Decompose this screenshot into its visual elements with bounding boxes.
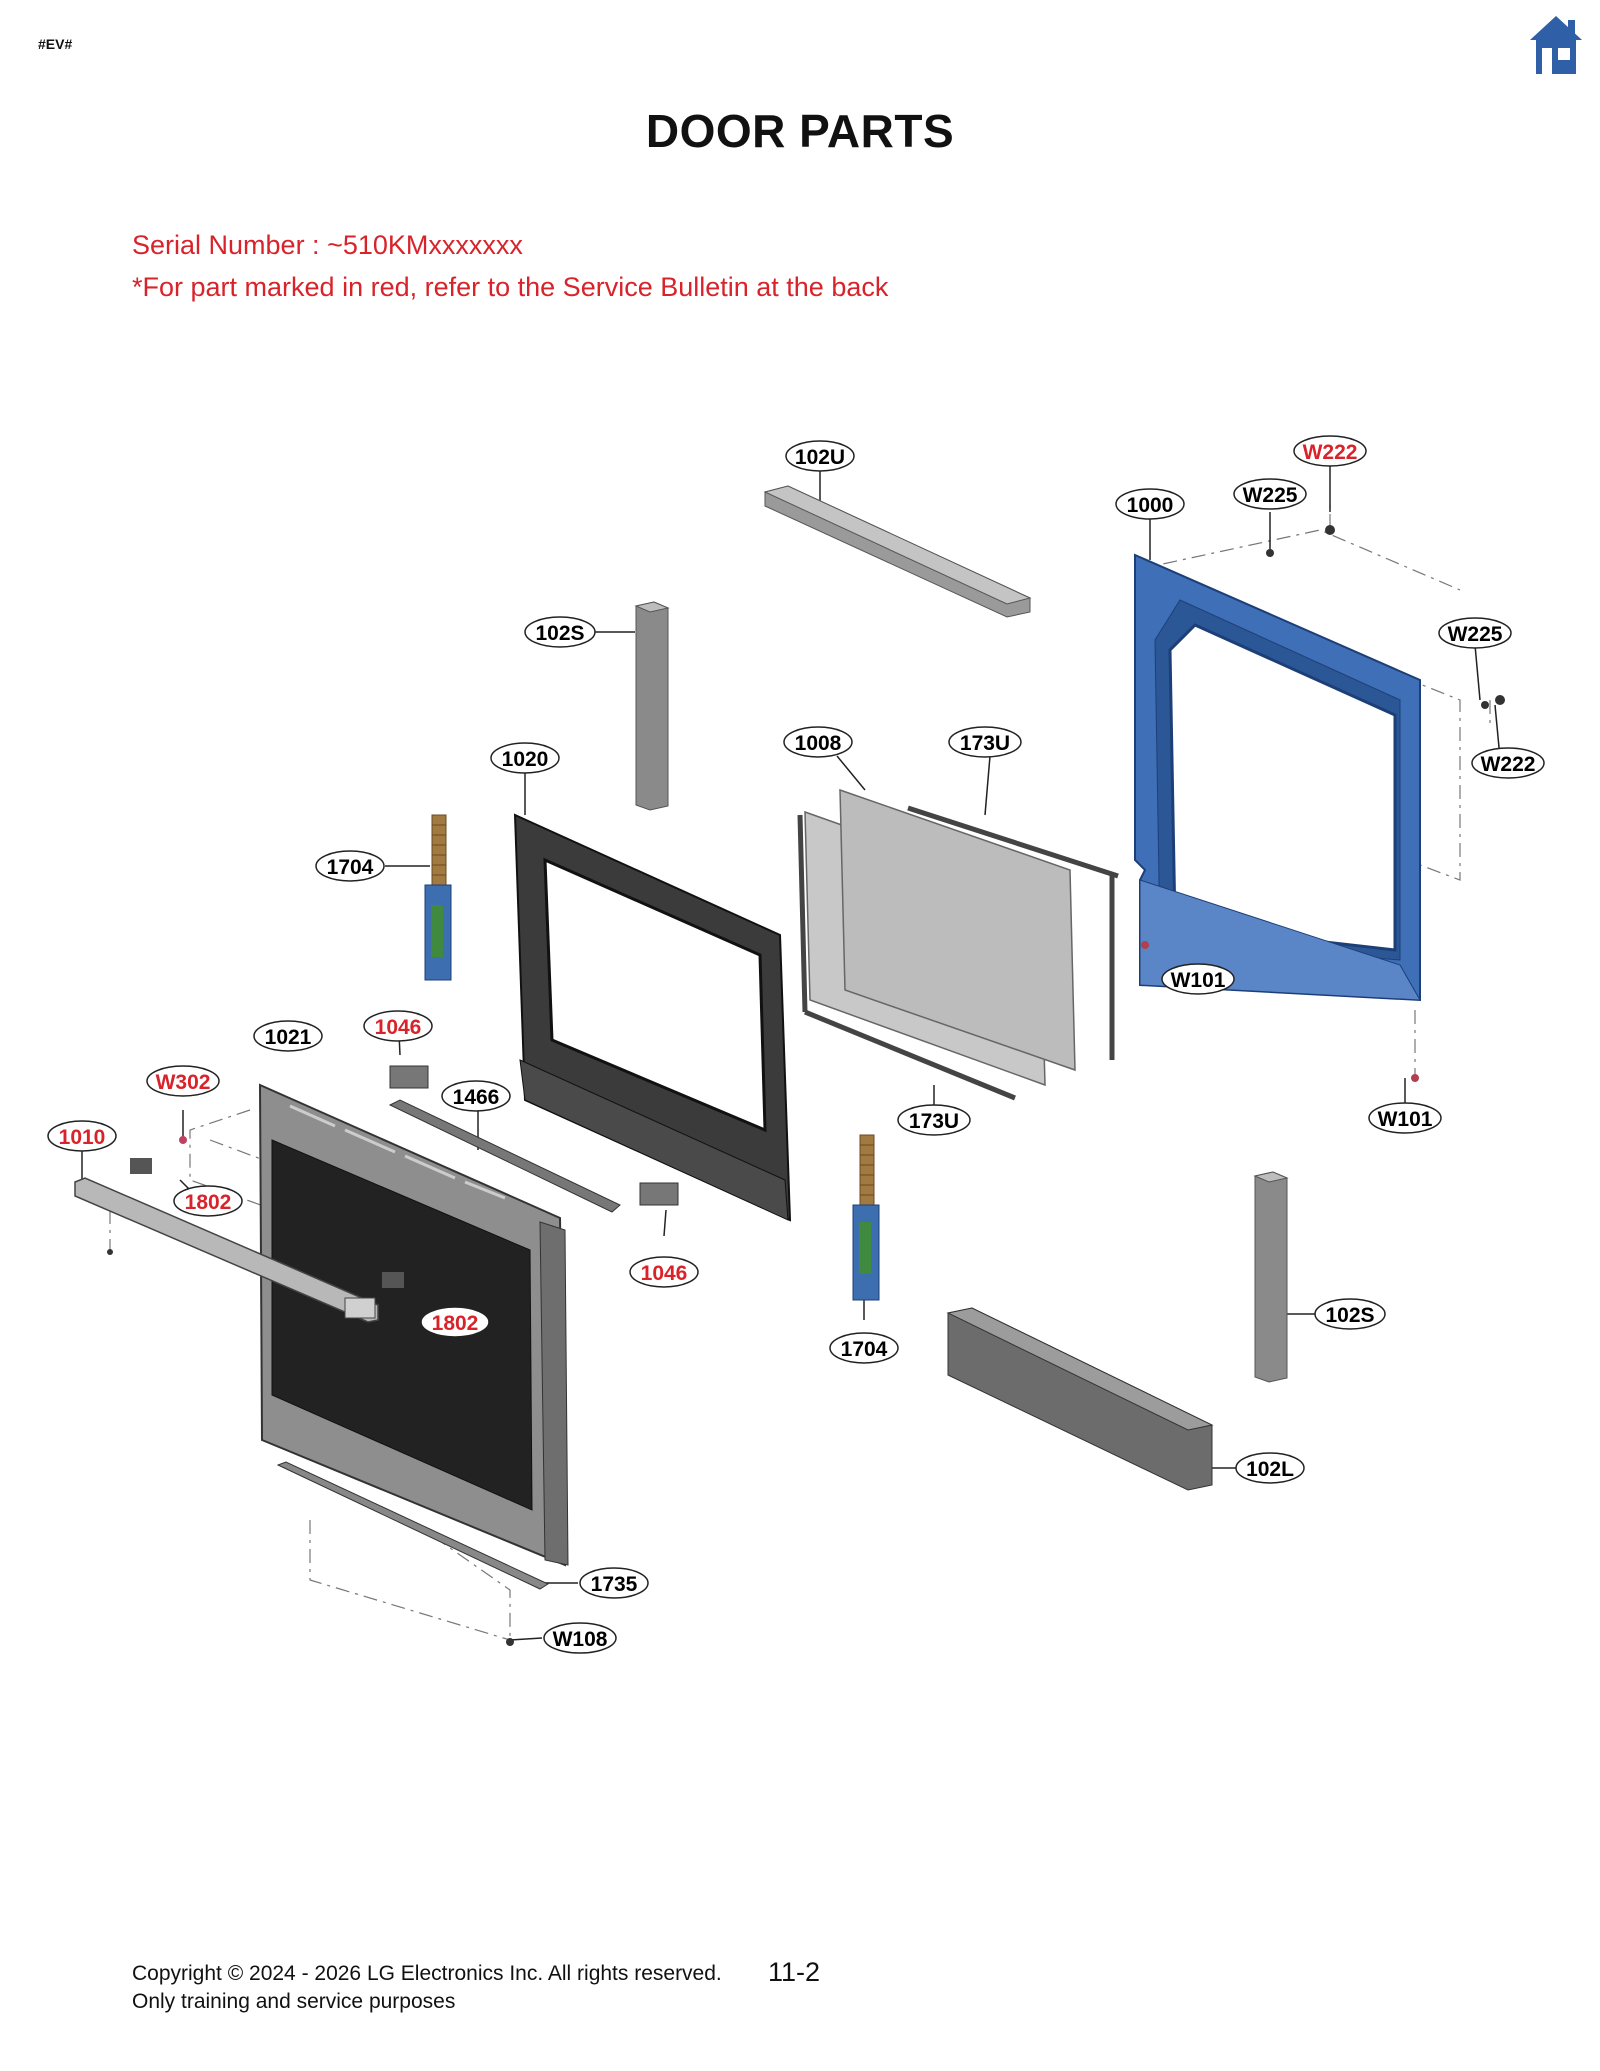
callout-173u-upper[interactable]: 173U [948,726,1022,758]
bottom-bar-102l [946,1307,1214,1491]
svg-text:1021: 1021 [265,1026,312,1049]
callout-w225-right[interactable]: W225 [1438,617,1512,649]
callout-w225-top[interactable]: W225 [1233,478,1307,510]
svg-text:W101: W101 [1171,969,1226,992]
purpose-text: Only training and service purposes [132,1990,456,2013]
callout-1046-lower[interactable]: 1046 [629,1256,699,1288]
side-bar-102s-upper [634,601,670,811]
callout-w101-upper[interactable]: W101 [1161,963,1235,995]
svg-text:1704: 1704 [327,856,374,879]
svg-text:W225: W225 [1448,623,1503,646]
svg-text:173U: 173U [909,1110,959,1133]
top-bar-102u [763,485,1032,618]
callout-w108[interactable]: W108 [543,1622,617,1654]
page-title: DOOR PARTS [645,105,955,157]
svg-text:1008: 1008 [795,732,842,755]
bottom-strip-1735 [276,1461,550,1590]
svg-text:1000: 1000 [1127,494,1174,517]
svg-text:173U: 173U [960,732,1010,755]
callout-173u-lower[interactable]: 173U [897,1104,971,1136]
callout-1735[interactable]: 1735 [579,1567,649,1599]
part-callouts: 102U W222 1000 W225 102S W225 W222 1008 … [47,435,1545,1654]
callout-1008[interactable]: 1008 [783,726,853,758]
svg-text:1802: 1802 [432,1312,479,1335]
clip-1046-upper [389,1065,429,1089]
svg-text:W222: W222 [1303,441,1358,464]
callout-w222-top[interactable]: W222 [1293,435,1367,467]
door-frame-1020 [513,813,792,1222]
leader-lines [81,465,1501,1641]
svg-text:1046: 1046 [641,1262,688,1285]
callout-1802-left[interactable]: 1802 [173,1185,243,1217]
callout-w222-right[interactable]: W222 [1471,747,1545,779]
callout-1020[interactable]: 1020 [490,742,560,774]
svg-text:102L: 102L [1246,1458,1294,1481]
svg-text:1802: 1802 [185,1191,232,1214]
glass-pane-1008 [804,788,1076,1087]
callout-102s-lower[interactable]: 102S [1314,1298,1386,1330]
svg-text:W222: W222 [1481,753,1536,776]
door-handle-1010 [74,1177,379,1323]
svg-text:1046: 1046 [375,1016,422,1039]
callout-w302[interactable]: W302 [146,1065,220,1097]
inner-door-frame-1000 [1134,553,1421,1002]
svg-text:1466: 1466 [453,1086,500,1109]
document-code: #EV# [38,36,73,52]
callout-w101-lower[interactable]: W101 [1368,1102,1442,1134]
svg-text:102S: 102S [535,622,584,645]
callout-102s-upper[interactable]: 102S [524,616,596,648]
svg-text:W302: W302 [156,1071,211,1094]
callout-102u[interactable]: 102U [785,440,855,472]
serial-number-note: Serial Number : ~510KMxxxxxxx [132,230,523,260]
side-bar-102s-lower [1253,1171,1289,1383]
svg-text:102S: 102S [1325,1304,1374,1327]
hinge-1704-lower [852,1134,880,1301]
handle-bracket-1802-right [382,1272,404,1288]
callout-1021[interactable]: 1021 [253,1020,323,1052]
svg-text:102U: 102U [795,446,845,469]
strip-1466 [388,1099,621,1213]
screws [107,525,1505,1646]
outer-door-1021 [258,1083,569,1567]
svg-text:1010: 1010 [59,1126,106,1149]
home-icon[interactable] [1528,14,1584,76]
service-bulletin-note: *For part marked in red, refer to the Se… [132,272,889,302]
svg-text:W101: W101 [1378,1108,1433,1131]
callout-1704-upper[interactable]: 1704 [315,850,385,882]
callout-1802-right[interactable]: 1802 [420,1306,490,1338]
page-number: 11-2 [768,1957,821,1987]
svg-text:1704: 1704 [841,1338,888,1361]
callout-1000[interactable]: 1000 [1115,488,1185,520]
svg-text:W108: W108 [553,1628,608,1651]
gasket-173u [797,805,1119,1101]
copyright-text: Copyright © 2024 - 2026 LG Electronics I… [132,1962,722,1985]
callout-1466[interactable]: 1466 [441,1080,511,1112]
svg-text:1020: 1020 [502,748,549,771]
svg-text:W225: W225 [1243,484,1298,507]
hinge-1704-upper [424,814,452,981]
callout-1010[interactable]: 1010 [47,1120,117,1152]
clip-1046-lower [639,1182,679,1206]
svg-text:1735: 1735 [591,1573,638,1596]
callout-1046-upper[interactable]: 1046 [363,1010,433,1042]
callout-102l[interactable]: 102L [1235,1452,1305,1484]
callout-1704-lower[interactable]: 1704 [829,1332,899,1364]
handle-bracket-1802-left [130,1158,152,1174]
